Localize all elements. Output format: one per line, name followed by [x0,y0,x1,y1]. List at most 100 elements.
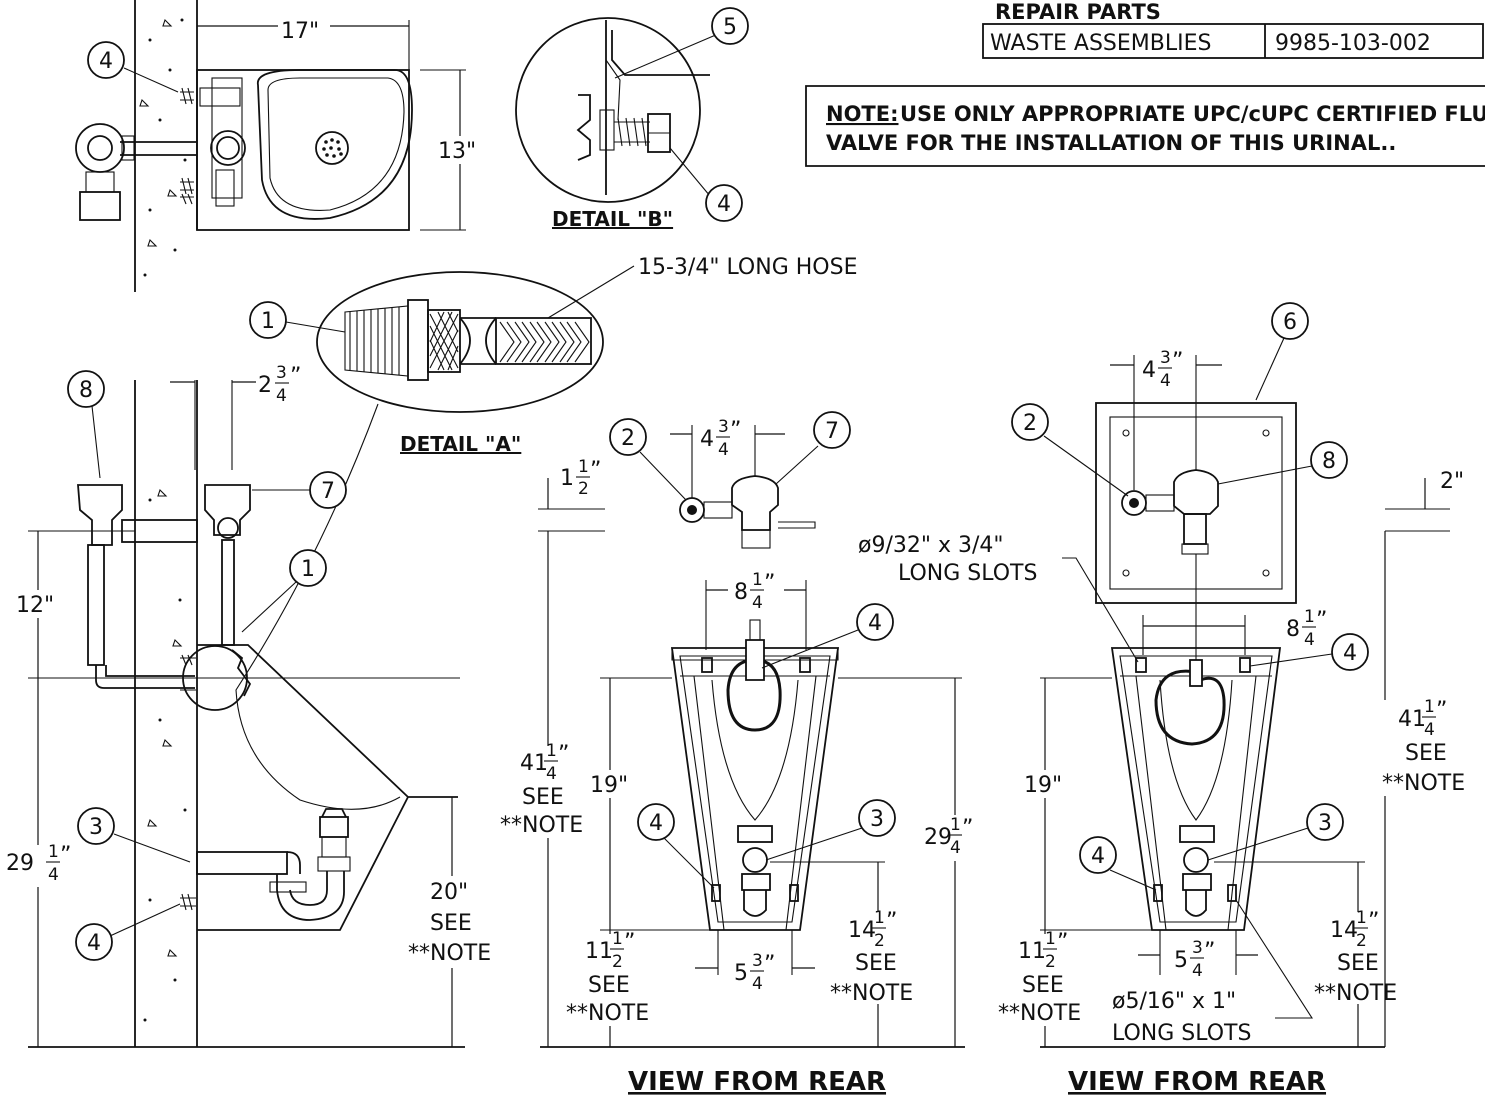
dim-r2-43-den: 4 [1160,371,1171,391]
note-prefix: NOTE: [826,102,899,126]
svg-text:4: 4 [87,931,101,956]
callout-7-side [309,471,347,509]
svg-text:8: 8 [1322,449,1336,474]
hose-label: 15-3/4" LONG HOSE [638,255,857,280]
svg-text:7: 7 [321,479,335,504]
callout-7-rear-1 [813,411,851,449]
dim-r1-11-den: 2 [612,952,623,972]
callout-1-side [289,549,327,587]
side-view: 2 3 4 ” 12" 29 1 4 ” 20" SEE **NOTE [4,363,492,1048]
svg-text:4: 4 [868,611,882,636]
dim-r2-11-den: 2 [1045,952,1056,972]
svg-text:3: 3 [870,807,884,832]
dim-r2-41-den: 4 [1424,720,1435,740]
dim-r2-41-whole: 41 [1398,707,1426,732]
dim-r2-43-num: 3 [1160,348,1171,368]
svg-text:”: ” [624,930,635,955]
callout-3-side [77,807,115,845]
dim-r2-53-den: 4 [1192,961,1203,981]
slot-a-line1: ø9/32" x 3/4" [858,533,1004,558]
svg-text:”: ” [764,571,775,596]
dim-r2-81-den: 4 [1304,630,1315,650]
svg-text:4: 4 [1343,641,1357,666]
dim-r2-53-num: 3 [1192,938,1203,958]
callout-4-side [75,923,113,961]
dim-r1-15-whole: 1 [560,466,574,491]
dim-side-29-den: 4 [48,865,59,885]
dim-r2-see: SEE [1022,973,1064,998]
note-line2: VALVE FOR THE INSTALLATION OF THIS URINA… [826,131,1396,155]
dim-r1-see: SEE [522,785,564,810]
dim-r1-19: 19" [590,773,628,798]
callout-8-rear-2 [1310,441,1348,479]
dim-r1-note3: **NOTE [830,981,913,1006]
dim-r2-81-whole: 8 [1286,617,1300,642]
dim-r2-81-num: 1 [1304,607,1315,627]
svg-text:3: 3 [1318,811,1332,836]
dim-top-width: 17" [281,19,319,44]
svg-text:”: ” [886,909,897,934]
svg-text:”: ” [1368,909,1379,934]
dim-side-offset-den: 4 [276,386,287,406]
svg-text:4: 4 [1091,844,1105,869]
dim-r2-14-num: 1 [1356,908,1367,928]
detail-b-label: DETAIL "B" [552,207,673,231]
svg-text:”: ” [730,418,741,443]
dim-r1-81-num: 1 [752,570,763,590]
callout-4-rear-1-low [637,803,675,841]
slot-b-line2: LONG SLOTS [1112,1021,1251,1046]
dim-r1-53-whole: 5 [734,961,748,986]
dim-top-height: 13" [438,139,476,164]
dim-r2-see2: SEE [1337,951,1379,976]
svg-text:4: 4 [649,811,663,836]
svg-text:4: 4 [717,192,731,217]
slot-b-line1: ø5/16" x 1" [1112,989,1236,1014]
svg-text:”: ” [558,742,569,767]
callout-2-rear-2 [1011,403,1049,441]
dim-r2-43-whole: 4 [1142,358,1156,383]
dim-r2-note: **NOTE [998,1001,1081,1026]
svg-text:5: 5 [723,15,737,40]
dim-side-29-whole: 29 [6,851,34,876]
dim-r2-41-num: 1 [1424,697,1435,717]
callout-3-rear-2 [1306,803,1344,841]
svg-text:”: ” [290,364,301,389]
callout-4-rear-2-top [1331,633,1369,671]
dim-side-20: 20" [430,880,468,905]
dim-r1-14-den: 2 [874,931,885,951]
dim-r2-note3: **NOTE [1382,771,1465,796]
dim-r2-11-whole: 11 [1018,939,1046,964]
title-table [982,23,1484,59]
dim-r1-11-num: 1 [612,929,623,949]
svg-text:1: 1 [261,309,275,334]
dim-side-12: 12" [16,593,54,618]
dim-r1-15-den: 2 [578,479,589,499]
dim-r1-41-whole: 41 [520,751,548,776]
dim-r1-29-den: 4 [950,838,961,858]
dim-r2-14-whole: 14 [1330,918,1358,943]
svg-text:8: 8 [79,378,93,403]
detail-a-label: DETAIL "A" [400,432,521,456]
dim-r2-11-num: 1 [1045,929,1056,949]
callout-3-rear-1 [858,799,896,837]
slot-a-line2: LONG SLOTS [898,561,1037,586]
note-box: NOTE: USE ONLY APPROPRIATE UPC/cUPC CERT… [805,85,1485,167]
title-heading: REPAIR PARTS [995,0,1161,24]
dim-side-see: SEE [430,911,472,936]
title-block: REPAIR PARTS WASTE ASSEMBLIES 9985-103-0… [982,0,1484,59]
callout-4-top [87,41,125,79]
svg-text:3: 3 [89,815,103,840]
dim-r1-see2: SEE [588,973,630,998]
svg-text:”: ” [1204,939,1215,964]
dim-r1-43-num: 3 [718,417,729,437]
dim-r1-41-den: 4 [546,764,557,784]
detail-b: DETAIL "B" [515,17,710,231]
dim-r1-43-whole: 4 [700,427,714,452]
wall-hatch-top [143,18,187,277]
dim-r1-note: **NOTE [500,813,583,838]
dim-r1-11-whole: 11 [585,939,613,964]
dim-side-29-num: 1 [48,842,59,862]
rear-view-2-label: VIEW FROM REAR [1068,1067,1326,1097]
callout-5 [711,7,749,45]
